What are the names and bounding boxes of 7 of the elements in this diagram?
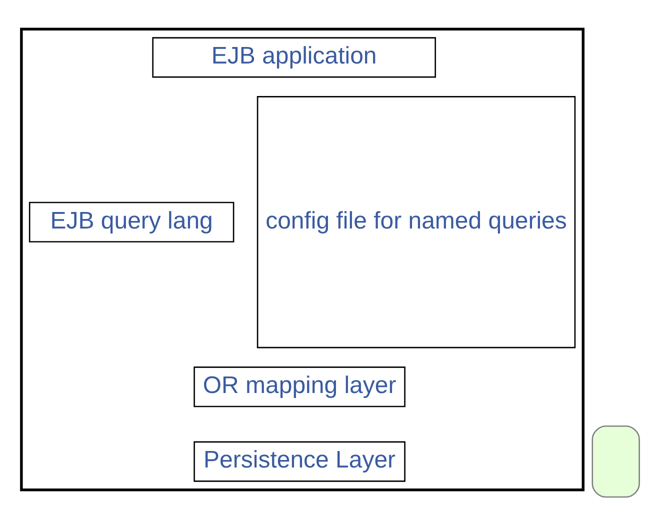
node-box: OR mapping layer: [194, 366, 406, 407]
node-box: EJB application: [152, 36, 436, 78]
node-box: [592, 424, 640, 498]
node-box: config file for named queries: [256, 96, 576, 348]
node-box: Persistence Layer: [194, 440, 406, 482]
node-box: EJB query lang: [28, 201, 234, 242]
cluster: [20, 27, 584, 491]
